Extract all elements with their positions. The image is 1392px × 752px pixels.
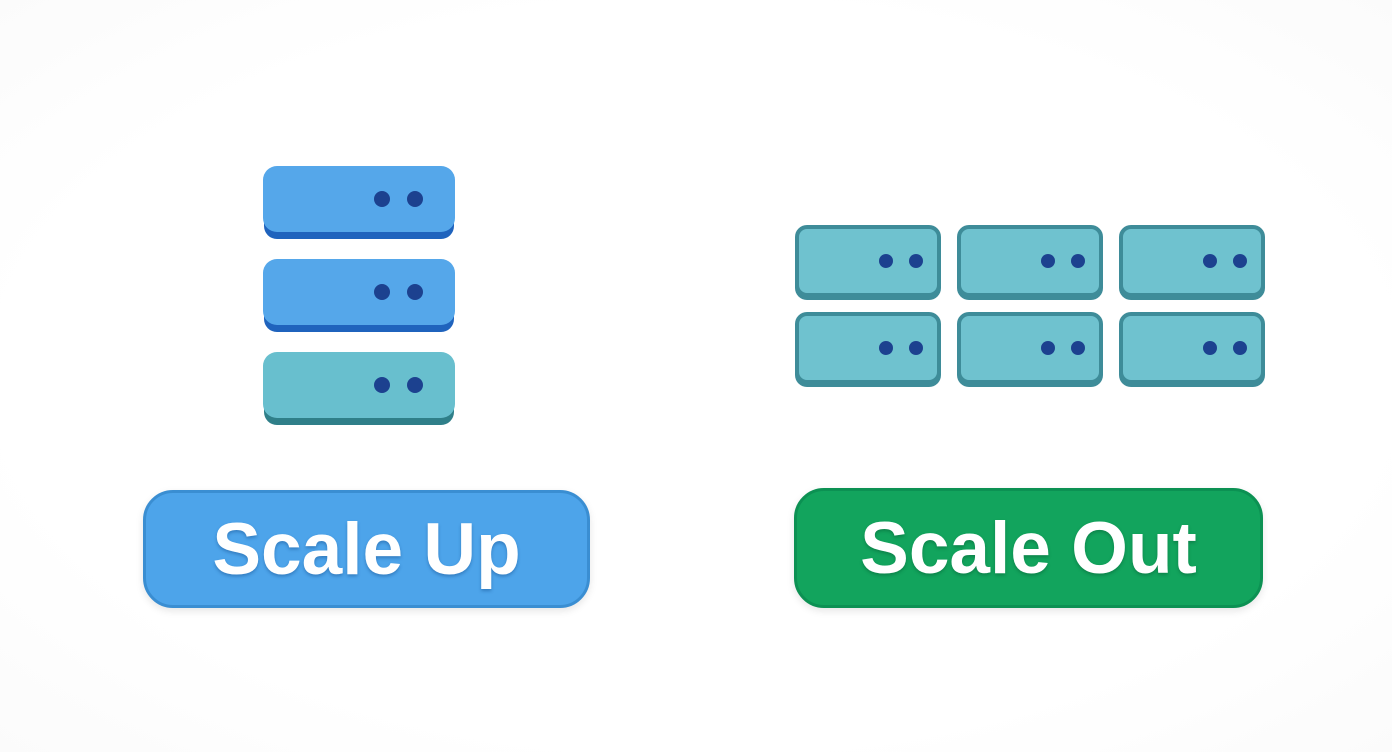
indicator-dot (909, 341, 923, 355)
scale-up-button[interactable]: Scale Up (143, 490, 590, 608)
server-block (263, 352, 455, 418)
indicator-dot (1233, 341, 1247, 355)
indicator-dot (1041, 341, 1055, 355)
scale-out-server-grid (795, 225, 1265, 384)
indicator-dot (407, 284, 423, 300)
server-block (1119, 312, 1265, 384)
server-block (263, 259, 455, 325)
indicator-dot (879, 341, 893, 355)
server-block (957, 312, 1103, 384)
indicator-dot (374, 191, 390, 207)
server-block (957, 225, 1103, 297)
indicator-dot (1203, 341, 1217, 355)
indicator-dot (909, 254, 923, 268)
indicator-dot (879, 254, 893, 268)
indicator-dot (407, 191, 423, 207)
indicator-dot (1203, 254, 1217, 268)
indicator-dot (374, 284, 390, 300)
server-block (1119, 225, 1265, 297)
indicator-dot (1071, 341, 1085, 355)
indicator-dot (1233, 254, 1247, 268)
indicator-dot (1071, 254, 1085, 268)
indicator-dot (374, 377, 390, 393)
server-block (263, 166, 455, 232)
indicator-dot (1041, 254, 1055, 268)
scale-up-server-stack (263, 166, 455, 418)
scale-out-button[interactable]: Scale Out (794, 488, 1263, 608)
indicator-dot (407, 377, 423, 393)
server-block (795, 225, 941, 297)
server-block (795, 312, 941, 384)
